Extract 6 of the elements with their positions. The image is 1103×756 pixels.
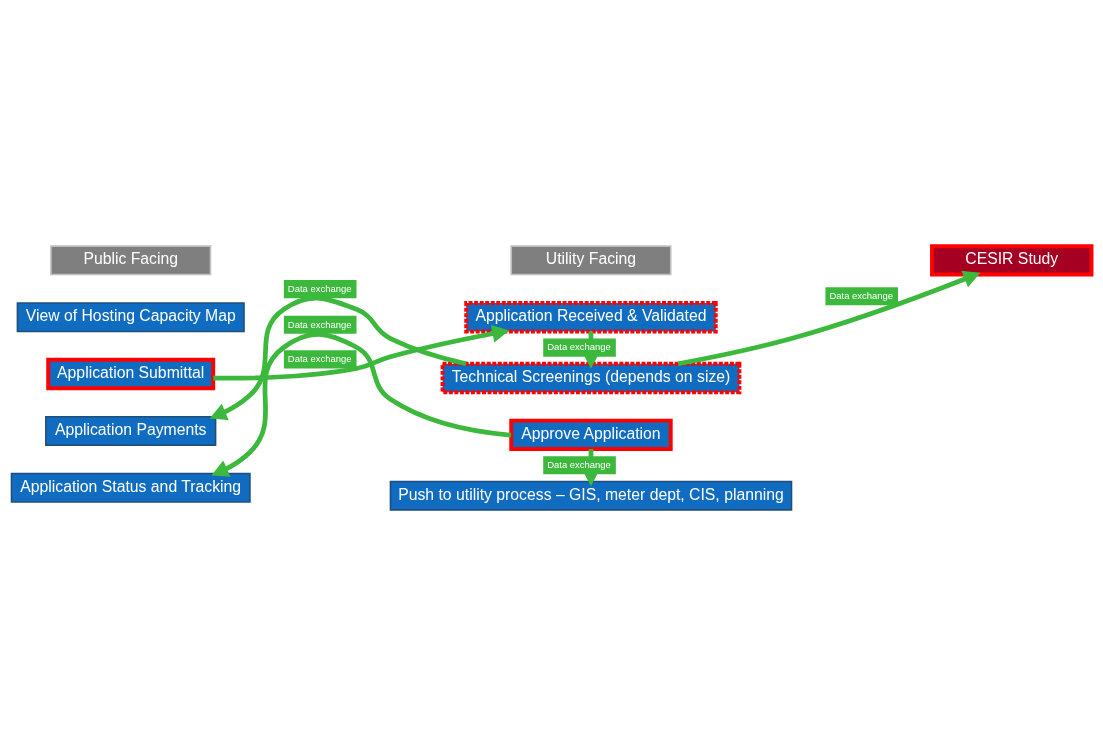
edge-label: Data exchange <box>547 459 611 471</box>
edge-label: Data exchange <box>287 283 352 295</box>
edge-label: Data exchange <box>287 353 352 365</box>
edge-label: Data exchange <box>287 318 352 330</box>
edge-label: Data exchange <box>547 341 611 353</box>
edge-label: Data exchange <box>829 290 894 302</box>
